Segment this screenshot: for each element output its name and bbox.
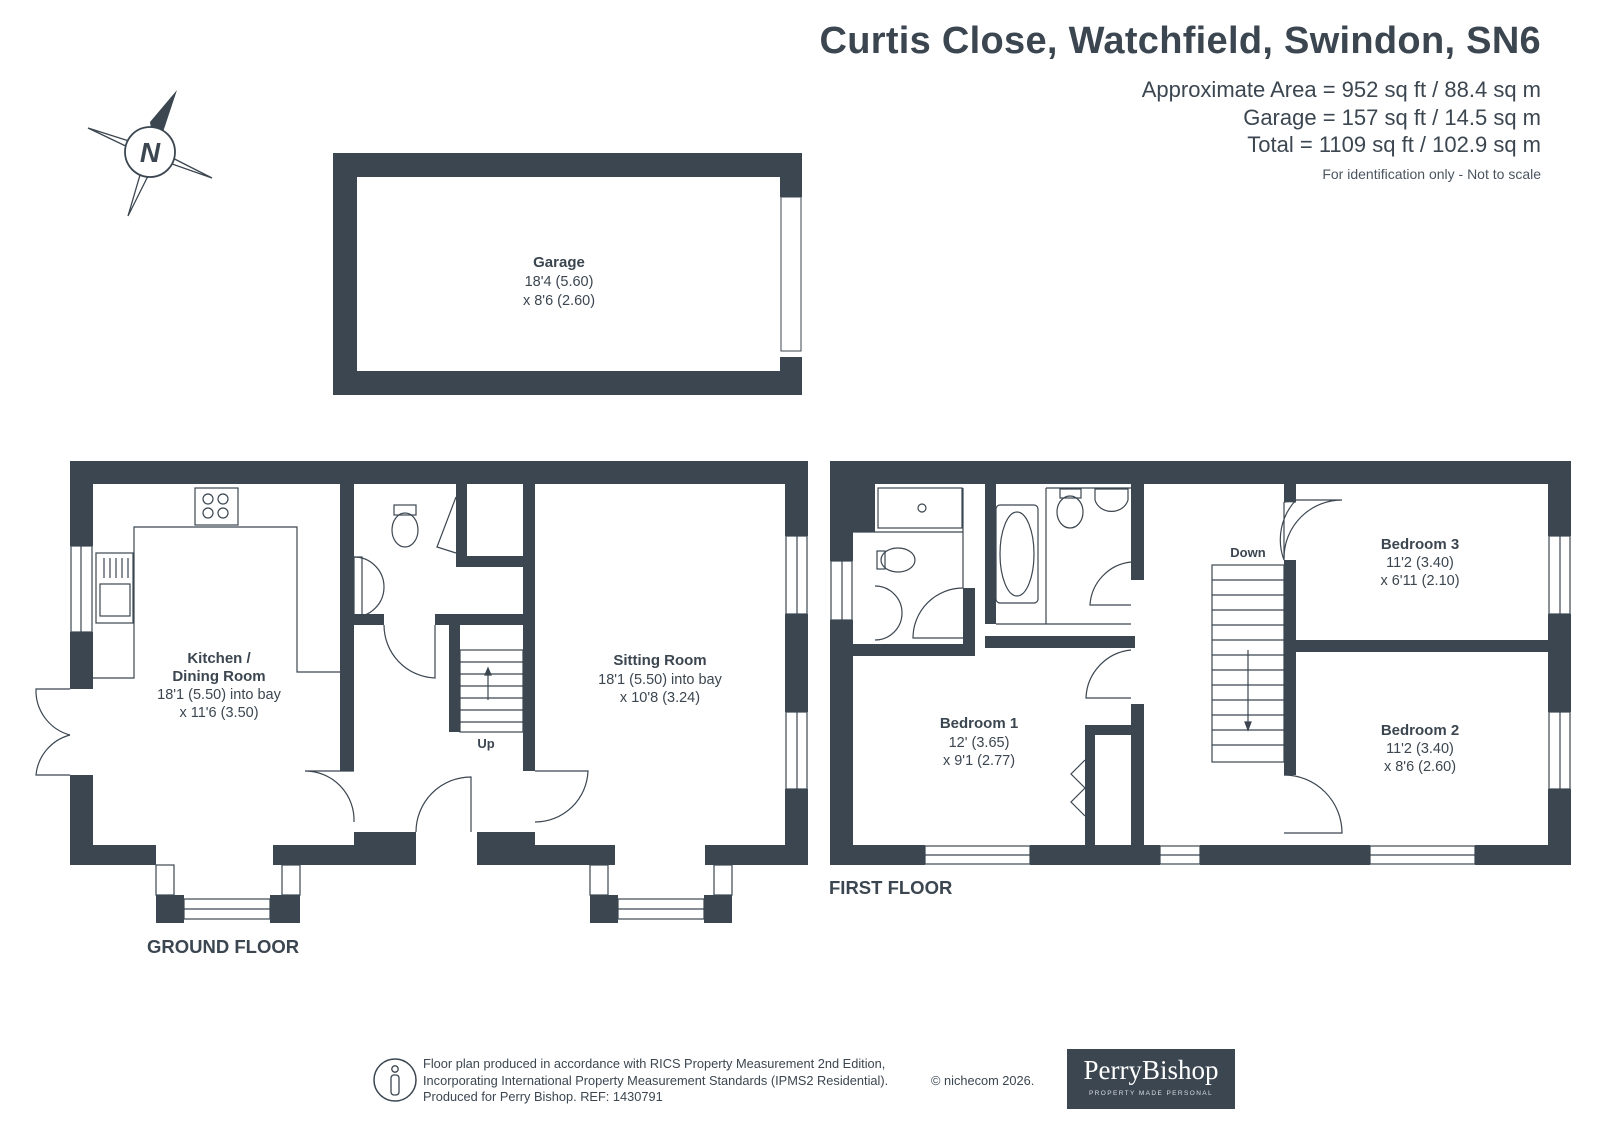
- info-person-icon: [373, 1058, 417, 1102]
- approximate-area: Approximate Area = 952 sq ft / 88.4 sq m: [1141, 77, 1541, 102]
- copyright-text: © nichecom 2026.: [931, 1073, 1035, 1088]
- bedroom2-dim2: x 8'6 (2.60): [1384, 759, 1456, 775]
- ground-floor-details: [35, 487, 808, 920]
- bedroom3-name: Bedroom 3: [1381, 536, 1459, 553]
- bedroom1-dim2: x 9'1 (2.77): [943, 753, 1015, 769]
- ground-floor-plan: [70, 461, 808, 923]
- footer-line1: Floor plan produced in accordance with R…: [423, 1056, 886, 1071]
- kitchen-name-line2: Dining Room: [172, 668, 265, 685]
- bedroom3-dim1: 11'2 (3.40): [1386, 555, 1454, 571]
- logo-name: PerryBishop: [1083, 1055, 1219, 1085]
- first-floor-plan: [830, 461, 1571, 865]
- garage-dim2: x 8'6 (2.60): [523, 293, 595, 309]
- bedroom2-dim1: 11'2 (3.40): [1386, 741, 1454, 757]
- bedroom1-dim1: 12' (3.65): [949, 735, 1010, 751]
- sitting-room-name: Sitting Room: [613, 652, 706, 669]
- first-floor-label: FIRST FLOOR: [829, 877, 952, 898]
- footer-line3: Produced for Perry Bishop. REF: 1430791: [423, 1089, 663, 1104]
- sitting-room-dim2: x 10'8 (3.24): [620, 690, 700, 706]
- kitchen-name-line1: Kitchen /: [187, 650, 251, 667]
- page-title: Curtis Close, Watchfield, Swindon, SN6: [819, 20, 1541, 62]
- total-area: Total = 1109 sq ft / 102.9 sq m: [1247, 132, 1541, 157]
- stairs-down-label: Down: [1230, 545, 1265, 560]
- first-floor-details: [830, 487, 1571, 865]
- compass-north-icon: N: [87, 90, 213, 217]
- compass-letter: N: [140, 137, 161, 168]
- bedroom2-name: Bedroom 2: [1381, 722, 1459, 739]
- garage-name: Garage: [533, 254, 585, 271]
- garage-dim1: 18'4 (5.60): [525, 274, 594, 290]
- ground-floor-label: GROUND FLOOR: [147, 936, 299, 957]
- garage-plan: [333, 153, 802, 395]
- bedroom1-name: Bedroom 1: [940, 715, 1018, 732]
- bedroom3-dim2: x 6'11 (2.10): [1380, 573, 1459, 589]
- kitchen-dim2: x 11'6 (3.50): [179, 705, 258, 721]
- footer-line2: Incorporating International Property Mea…: [423, 1072, 889, 1088]
- stairs-up-label: Up: [477, 736, 494, 751]
- perry-bishop-logo: PerryBishop PROPERTY MADE PERSONAL: [1067, 1049, 1235, 1109]
- footer-text: Floor plan produced in accordance with R…: [423, 1056, 888, 1106]
- sitting-room-dim1: 18'1 (5.50) into bay: [598, 672, 722, 688]
- kitchen-dim1: 18'1 (5.50) into bay: [157, 687, 281, 703]
- logo-tagline: PROPERTY MADE PERSONAL: [1088, 1090, 1214, 1097]
- garage-area: Garage = 157 sq ft / 14.5 sq m: [1243, 105, 1541, 130]
- disclaimer-note: For identification only - Not to scale: [1322, 166, 1541, 182]
